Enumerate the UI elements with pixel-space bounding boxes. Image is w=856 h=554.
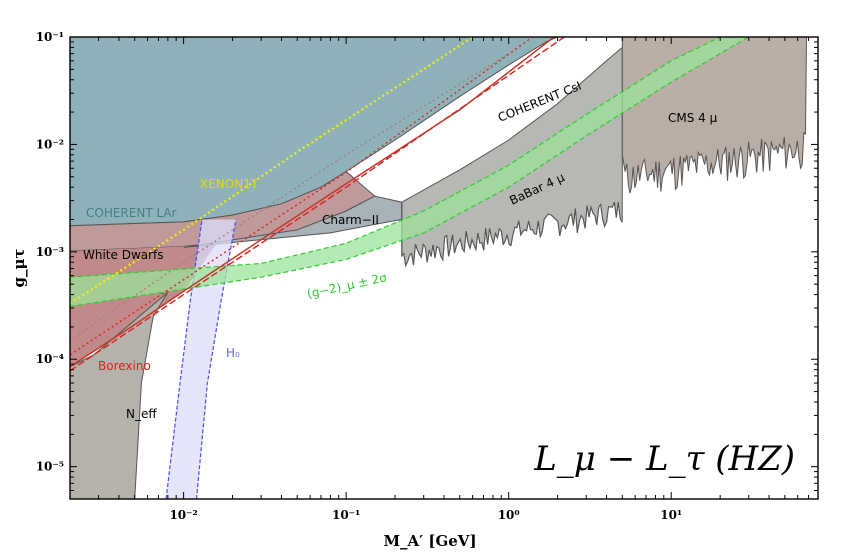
region-label-charm-ii: Charm−II [322,213,379,227]
line-label-xenon1t: XENON1T [200,177,259,191]
axis-ticks [69,36,819,499]
line-thin-dotted [70,53,510,341]
region-neff [70,291,169,499]
band-label-h0: H₀ [226,346,240,360]
line-borexino-solid [70,37,555,368]
band-g2-lower-edge [70,37,750,308]
region-label-n-eff: N_eff [126,407,157,421]
band-g2-upper-edge [70,37,721,278]
x-tick-label: 10¹ [660,508,682,522]
line-borexino-future-dotted- [70,37,533,356]
y-tick-label: 10⁻³ [36,245,64,259]
y-axis-label: g_μτ [10,248,28,287]
band-g2 [70,37,749,307]
plot-area [70,37,808,499]
line-xenon1t [70,37,474,305]
x-tick-label: 10⁻¹ [332,508,360,522]
band-h0 [166,219,236,499]
x-tick-label: 10⁰ [498,508,520,522]
region-label-cms-4-: CMS 4 μ [668,111,718,125]
region-label-white-dwarfs: White Dwarfs [83,248,164,262]
y-tick-label: 10⁻⁴ [36,352,64,366]
y-tick-label: 10⁻² [36,137,64,151]
y-tick-label: 10⁻¹ [36,30,64,44]
tick-labels: 10⁻² 10⁻¹ 10⁰ 10¹ 10⁻¹ 10⁻² 10⁻³ 10⁻⁴ 10⁻⁵ [36,30,682,522]
band-h0-right-edge [195,219,237,499]
region-label-coherent-lar: COHERENT LAr [86,206,177,220]
band-label-g2: (g−2)_μ ± 2σ [306,270,389,301]
y-tick-label: 10⁻⁵ [36,460,64,474]
babar-edge [401,202,623,268]
band-h0-left-edge [165,219,203,499]
chart-title: L_μ − L_τ (HZ) [533,439,795,479]
x-tick-label: 10⁻² [169,508,197,522]
x-axis-label: M_A′ [GeV] [383,532,476,550]
region-label-borexino: Borexino [98,359,151,373]
